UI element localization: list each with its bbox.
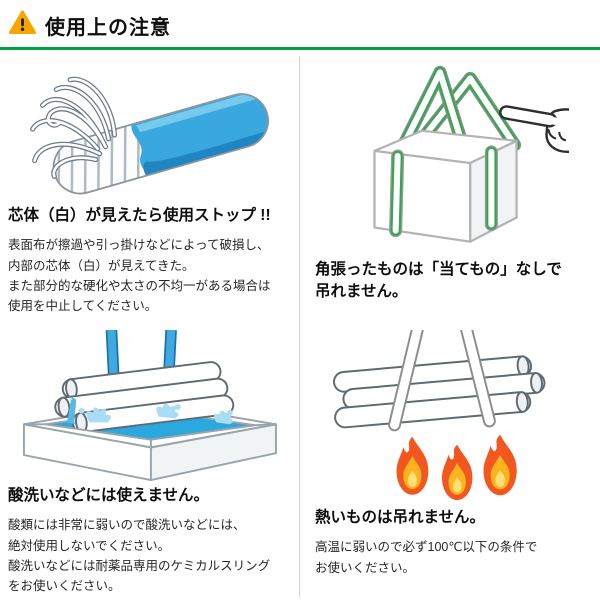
caution-grid: 芯体（白）が見えたら使用ストップ !! 表面布が擦過や引っ掛けなどによって破損し… xyxy=(0,50,600,600)
acid-wash-body: 酸類には非常に弱いので酸洗いなどには、 絶対使用しないでください。 酸洗いなどに… xyxy=(8,518,271,594)
front-sling-loop xyxy=(391,65,475,170)
rear-sling-loop xyxy=(417,71,522,152)
flame-icon xyxy=(441,444,473,501)
hot-load-heading: 熱いものは吊れません。 xyxy=(315,509,486,526)
sling-belt xyxy=(47,87,275,200)
flame-icon xyxy=(483,434,517,496)
pointing-hand-icon xyxy=(499,105,569,154)
header: 使用上の注意 xyxy=(0,0,600,47)
core-exposed-heading: 芯体（白）が見えたら使用ストップ !! xyxy=(8,207,271,224)
acid-tank-front xyxy=(22,423,277,482)
vertical-divider xyxy=(299,56,300,597)
page-title: 使用上の注意 xyxy=(45,16,171,39)
green-title-underline xyxy=(0,47,600,50)
section-acid-wash: 酸洗いなどには使えません。 酸類には非常に弱いので酸洗いなどには、 絶対使用しな… xyxy=(0,322,300,600)
section-angular-load: 角張ったものは「当てもの」なしで 吊れません。 xyxy=(300,50,600,322)
angular-load-heading: 角張ったものは「当てもの」なしで 吊れません。 xyxy=(315,261,562,301)
front-face-strap xyxy=(389,149,405,238)
acid-bath-illustration xyxy=(22,330,277,482)
splash xyxy=(66,397,234,425)
sling-straps xyxy=(388,330,496,432)
acid-wash-heading: 酸洗いなどには使えません。 xyxy=(8,487,210,504)
damaged-sling-illustration xyxy=(30,76,275,200)
exposed-core-strands xyxy=(30,76,118,179)
core-exposed-body: 表面布が擦過や引っ掛けなどによって破損し、 内部の芯体（白）が見えてきた。 また… xyxy=(8,238,271,314)
flame-icon xyxy=(396,436,429,495)
angular-load-illustration xyxy=(373,65,569,243)
warning-icon xyxy=(9,10,36,40)
log-bundle xyxy=(333,355,546,429)
section-core-exposed: 芯体（白）が見えたら使用ストップ !! 表面布が擦過や引っ掛けなどによって破損し… xyxy=(0,50,300,322)
section-hot-load: 熱いものは吊れません。 高温に弱いので必ず100℃以下の条件で お使いください。 xyxy=(300,322,600,600)
hot-load-illustration xyxy=(333,330,546,501)
hot-load-body: 高温に弱いので必ず100℃以下の条件で お使いください。 xyxy=(315,540,538,575)
